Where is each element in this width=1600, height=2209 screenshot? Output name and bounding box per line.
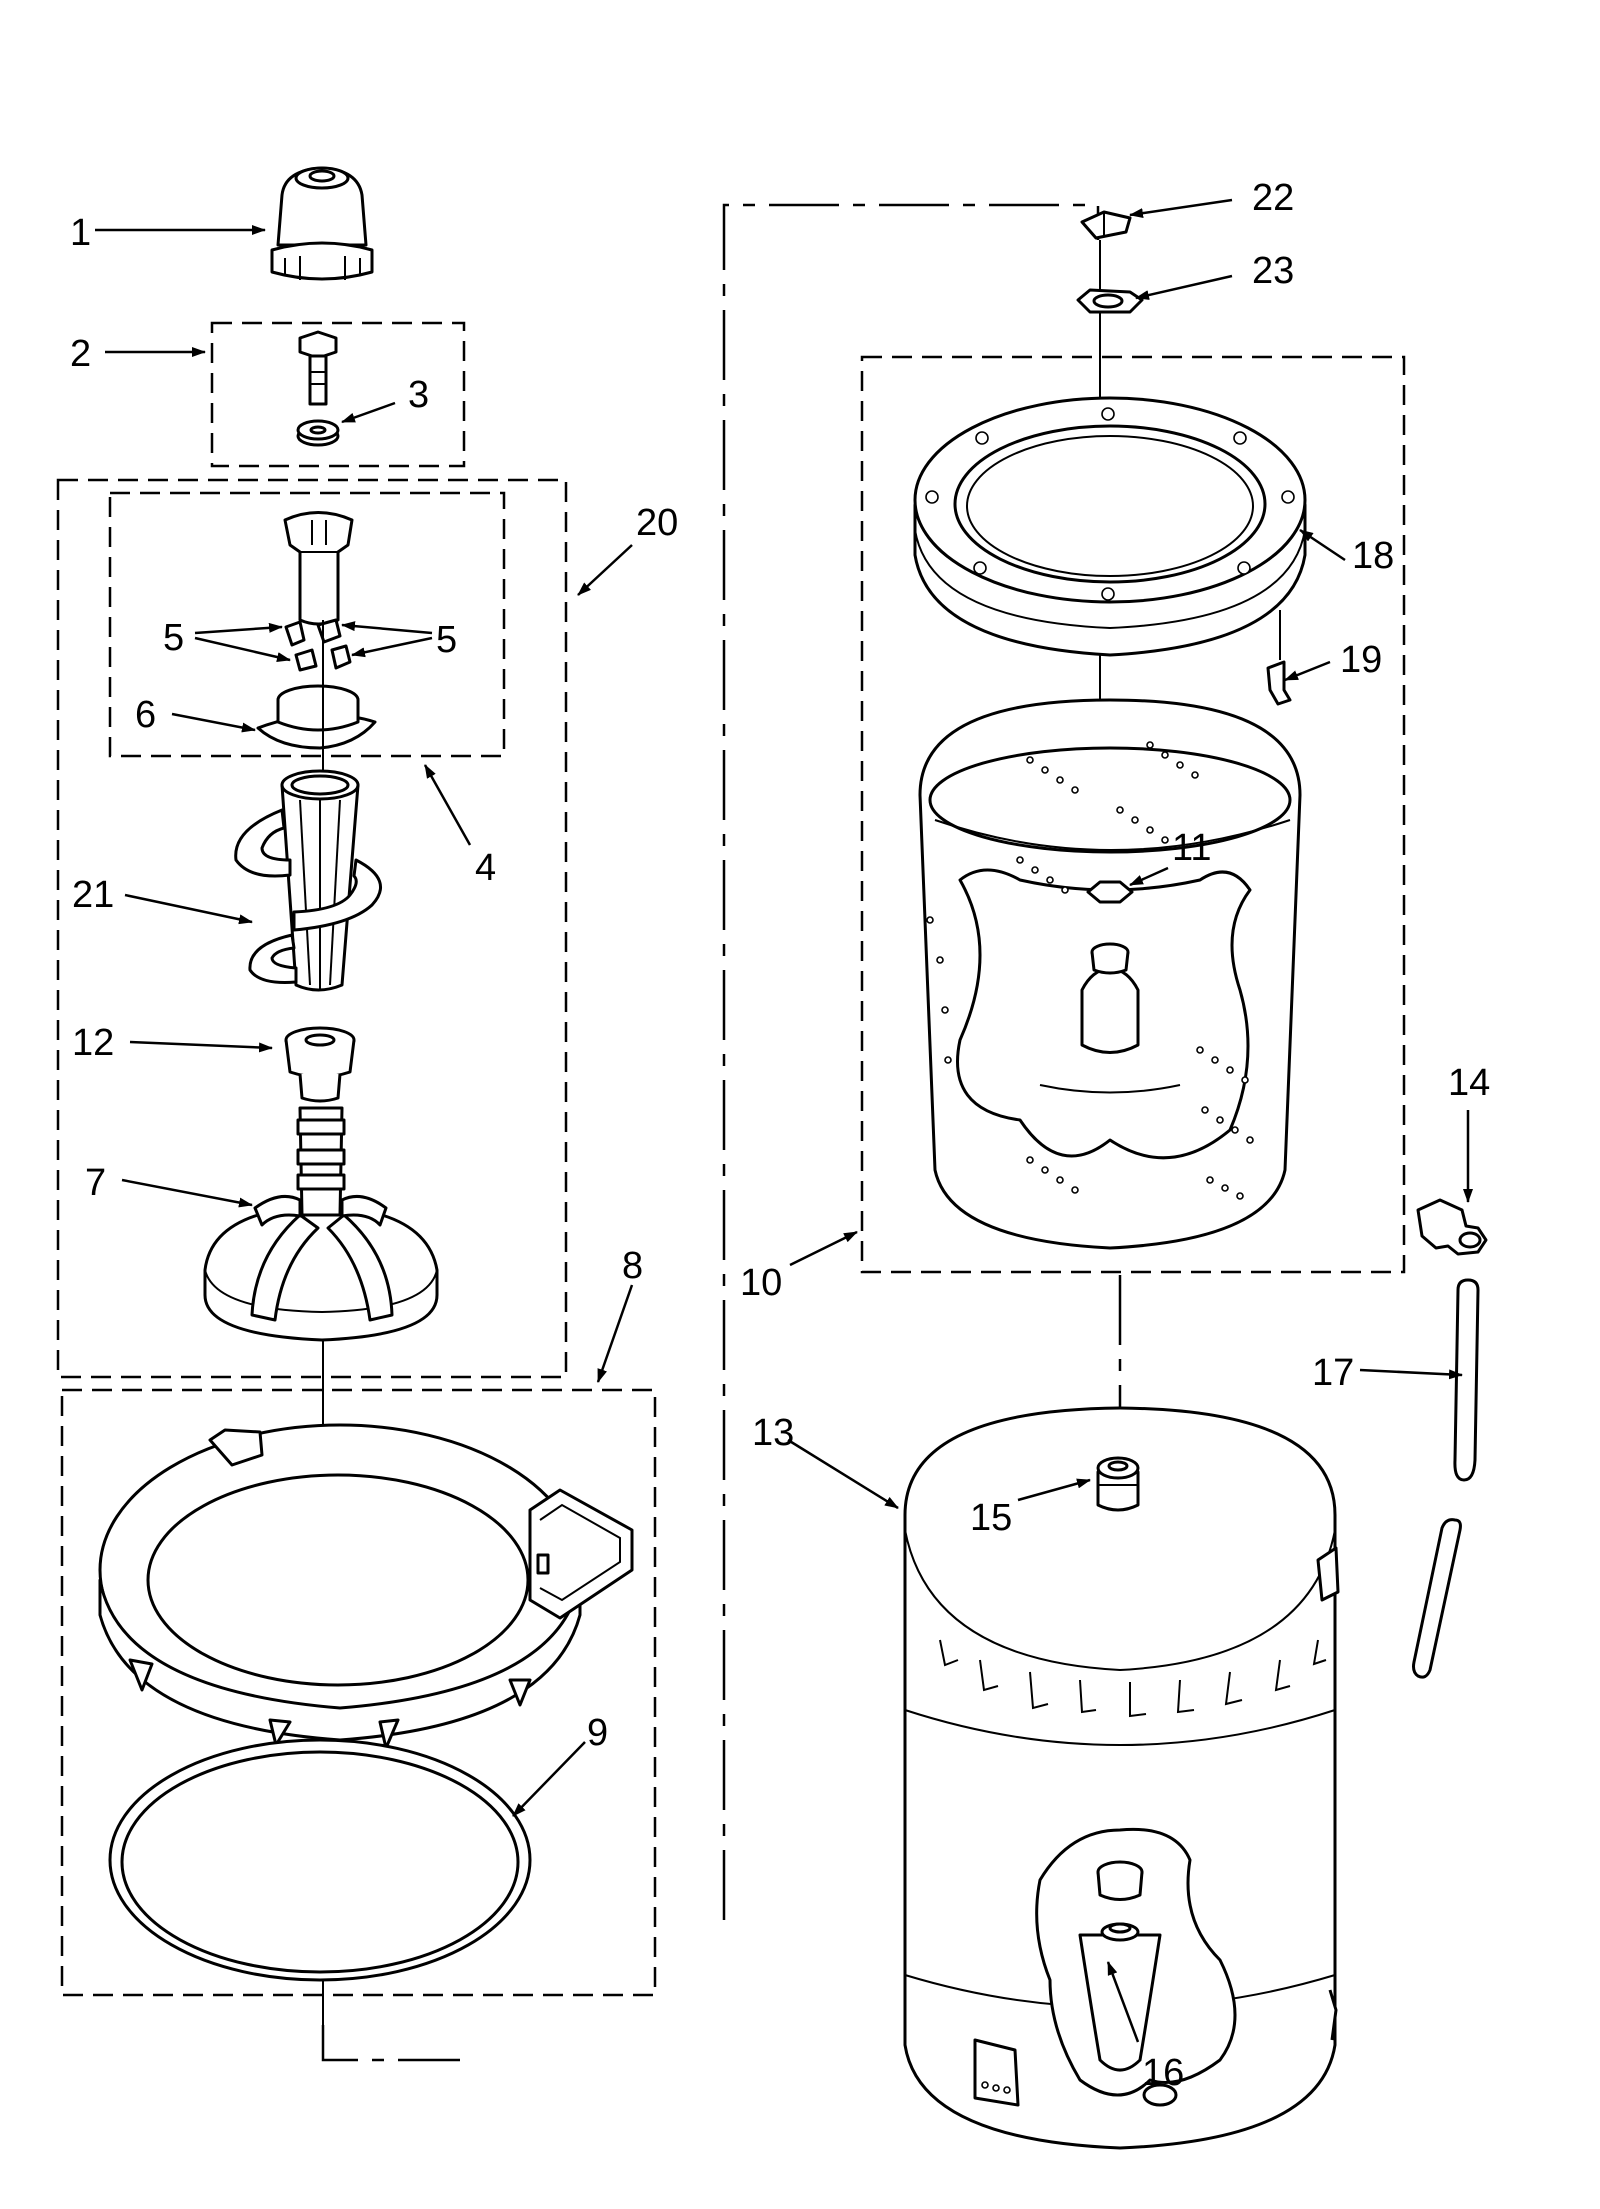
part-10-spin-basket [918,698,1302,1250]
callout-14: 14 [1448,1062,1490,1104]
callout-8: 8 [622,1245,643,1287]
arrow-22 [1129,198,1233,219]
callout-1: 1 [70,212,91,254]
group-box-4 [108,491,506,758]
arrow-18 [1299,528,1346,562]
arrow-20 [577,544,633,596]
arrow-23 [1135,274,1233,300]
arrow-6 [171,712,256,733]
callout-9: 9 [587,1712,608,1754]
arrow-3 [341,401,396,424]
part-8-tub-ring [98,1423,634,1750]
arrow-21 [124,893,253,925]
callout-18: 18 [1352,535,1394,577]
connector-line-bottom [321,2025,460,2062]
callout-13: 13 [752,1412,794,1454]
callout-5-left: 5 [163,617,184,659]
part-7-agitator-base [203,1106,439,1342]
callout-12: 12 [72,1022,114,1064]
part-3-washer [296,419,340,447]
arrow-19 [1284,660,1331,682]
arrow-5b-1 [341,621,433,635]
part-9-seal-ring [108,1738,532,1982]
callout-4: 4 [475,847,496,889]
part-4-cam-assembly [283,511,354,626]
part-18-balance-ring [913,396,1307,657]
tub-slots [939,1639,1327,1718]
callout-5-right: 5 [436,619,457,661]
part-6-cam-ring [256,684,377,750]
arrow-7 [121,1178,253,1208]
group-box-20 [56,478,568,1379]
arrow-15 [1017,1478,1091,1502]
callout-23: 23 [1252,250,1294,292]
arrow-12 [129,1040,273,1053]
callout-20: 20 [636,502,678,544]
part-2-bolt [298,330,338,406]
part-15-grommet [1096,1456,1140,1512]
callout-17: 17 [1312,1352,1354,1394]
callout-3: 3 [408,374,429,416]
part-17-hose [1412,1278,1480,1679]
arrow-5b-2 [351,636,433,658]
callout-19: 19 [1340,639,1382,681]
arrow-5a-1 [194,622,283,635]
part-22-clip [1080,210,1132,240]
arrow-10 [789,1230,858,1267]
part-1-agitator-cap [270,166,374,281]
callout-22: 22 [1252,177,1294,219]
arrow-9 [512,1741,586,1817]
group-box-10 [860,355,1406,1274]
basket-perforations [926,741,1254,1200]
callout-21: 21 [72,874,114,916]
callout-11: 11 [1172,827,1211,869]
arrow-16 [1106,1961,1140,2043]
callout-2: 2 [70,333,91,375]
part-19-clip [1266,660,1292,706]
arrow-5a-2 [194,636,291,662]
arrow-8 [596,1284,634,1383]
part-12-bearing [284,1026,356,1103]
callout-16: 16 [1142,2052,1184,2094]
part-21-auger [234,769,382,992]
callout-15: 15 [970,1497,1012,1539]
part-5-dogs [284,618,352,672]
arrow-11 [1129,866,1169,887]
arrow-4 [423,764,472,846]
group-box-2 [210,321,466,468]
callout-10: 10 [740,1262,782,1304]
callout-6: 6 [135,694,156,736]
part-13-outer-tub [903,1406,1340,2150]
part-14-hose-clamp [1416,1198,1488,1256]
callout-7: 7 [85,1162,106,1204]
arrow-17 [1359,1368,1463,1380]
part-23-nut [1076,288,1144,314]
arrow-13 [787,1438,899,1510]
